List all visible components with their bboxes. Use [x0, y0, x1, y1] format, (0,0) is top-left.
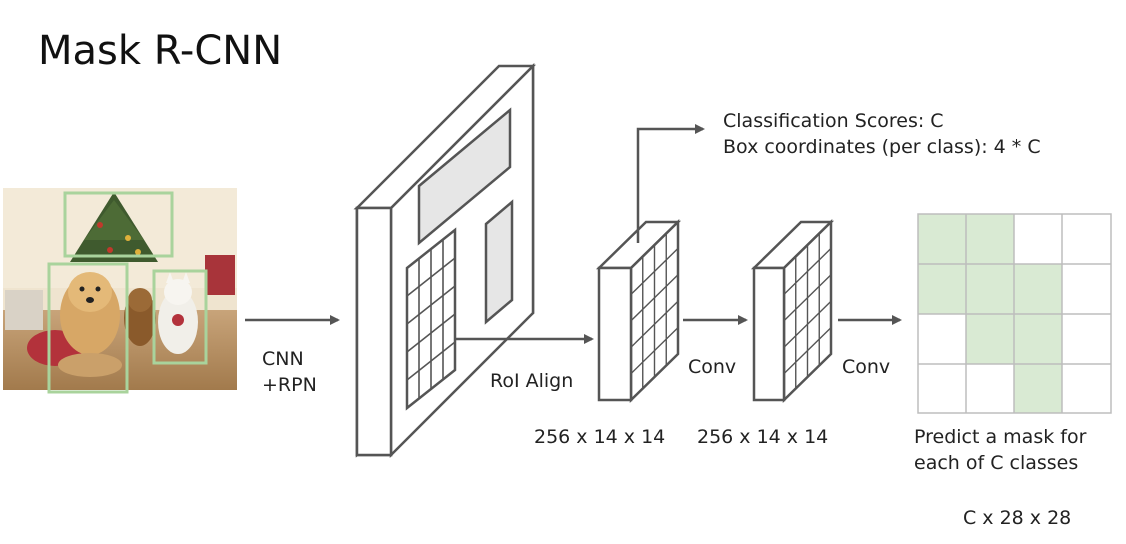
input-image: [3, 188, 237, 394]
detection-box-cat: [152, 269, 208, 365]
conv-feature-grid-2: [783, 233, 832, 389]
label-rpn: +RPN: [262, 374, 317, 396]
roi-grid: [405, 227, 457, 411]
feature-panel-large: [417, 107, 512, 246]
label-dims-2: 256 x 14 x 14: [697, 426, 829, 448]
slide-title: Mask R-CNN: [38, 28, 283, 74]
label-box-coordinates: Box coordinates (per class): 4 * C: [723, 136, 1041, 158]
label-predict-mask: Predict a mask for: [914, 426, 1087, 448]
label-conv-2: Conv: [842, 356, 891, 378]
christmas-tree: [70, 192, 158, 262]
label-cnn: CNN: [262, 348, 304, 370]
roi-feature-grid-1: [630, 233, 679, 389]
label-dims-1: 256 x 14 x 14: [534, 426, 666, 448]
label-output-dims: C x 28 x 28: [963, 507, 1072, 529]
feature-panel-small: [484, 199, 514, 325]
dog-left: [58, 272, 122, 377]
label-classification-scores: Classification Scores: C: [723, 110, 944, 132]
cat: [158, 272, 198, 354]
label-each-class: each of C classes: [914, 452, 1079, 474]
arrow-classification: [636, 124, 705, 243]
label-roi-align: RoI Align: [490, 370, 574, 392]
label-conv-1: Conv: [688, 356, 737, 378]
detection-box-tree: [63, 191, 174, 258]
mask-grid: [917, 213, 1112, 414]
detection-box-dog: [47, 262, 129, 394]
